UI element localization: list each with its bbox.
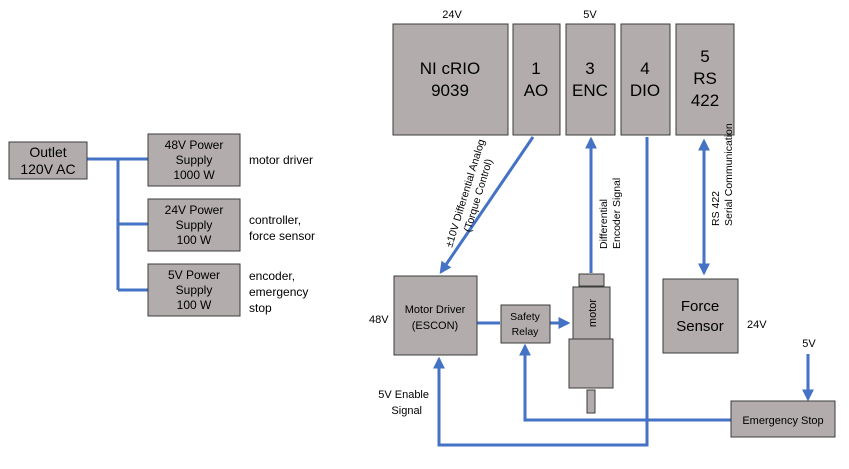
- safety-relay-line1: Safety: [510, 311, 541, 323]
- encoder-signal-label-1: Differential: [598, 199, 610, 249]
- motor-driver-model: (ESCON): [412, 320, 458, 332]
- ps24-title: 24V Power: [165, 203, 224, 217]
- crio-dio-module: 4 DIO: [620, 23, 671, 136]
- encoder-signal-label: Differential Encoder Signal: [598, 178, 623, 249]
- rs-slot: 5: [700, 47, 709, 66]
- power-supply-24v: 24V Power Supply 100 W: [147, 198, 241, 252]
- rs422-signal-label: RS 422 Serial Communication: [710, 123, 735, 226]
- gearbox: [568, 338, 614, 389]
- analog-signal-line: [439, 136, 535, 274]
- encoder-signal-label-2: Encoder Signal: [611, 178, 623, 249]
- signal-lines: [433, 136, 814, 447]
- shaft: [586, 389, 596, 414]
- enc-voltage: 5V: [583, 9, 597, 21]
- outlet-label: Outlet: [29, 144, 66, 160]
- crio-main-model: 9039: [431, 81, 469, 100]
- crio-voltage: 24V: [442, 9, 462, 21]
- ps5-supply: Supply: [176, 283, 213, 297]
- ao-label: AO: [524, 81, 549, 100]
- enable-signal-label-1: 5V Enable: [378, 389, 429, 401]
- motor-assembly: motor: [568, 273, 614, 414]
- dio-slot: 4: [640, 59, 649, 78]
- emergency-stop-label: Emergency Stop: [742, 415, 823, 427]
- motor-label: motor: [587, 299, 599, 327]
- rs-number: 422: [691, 91, 719, 110]
- power-supply-5v: 5V Power Supply 100 W: [147, 263, 241, 317]
- encoder-cap: [578, 273, 605, 287]
- ps48-note: motor driver: [249, 153, 313, 167]
- enc-slot: 3: [585, 59, 594, 78]
- crio-main-name: NI cRIO: [420, 59, 480, 78]
- force-sensor-voltage: 24V: [747, 319, 767, 331]
- motor-driver-box: Motor Driver (ESCON): [393, 275, 478, 356]
- ps48-rating: 1000 W: [173, 168, 215, 182]
- force-sensor-box: Force Sensor: [662, 278, 739, 354]
- enc-label: ENC: [572, 81, 608, 100]
- ps5-note-2: emergency: [249, 285, 308, 299]
- motor-driver-title: Motor Driver: [405, 304, 466, 316]
- ps5-title: 5V Power: [168, 268, 220, 282]
- ps5-rating: 100 W: [177, 298, 212, 312]
- rs422-label-2: Serial Communication: [723, 123, 735, 226]
- rs-label: RS: [693, 69, 717, 88]
- safety-relay-box: Safety Relay: [500, 304, 551, 344]
- estop-to-relay-line: [519, 343, 731, 422]
- crio-ao-module: 1 AO: [512, 23, 561, 136]
- rs422-label-1: RS 422: [710, 191, 722, 226]
- force-sensor-line1: Force: [681, 298, 719, 315]
- enable-signal-label-2: Signal: [391, 405, 422, 417]
- force-sensor-line2: Sensor: [676, 318, 724, 335]
- outlet-voltage: 120V AC: [20, 161, 75, 177]
- ps5-note-3: stop: [249, 301, 272, 315]
- dio-label: DIO: [630, 81, 660, 100]
- power-wiring: [87, 157, 148, 292]
- safety-relay-line2: Relay: [512, 326, 540, 338]
- emergency-stop-voltage: 5V: [802, 338, 816, 350]
- crio-rs422-module: 5 RS 422: [675, 23, 735, 136]
- ps48-supply: Supply: [176, 153, 213, 167]
- ps24-supply: Supply: [176, 218, 213, 232]
- ps48-title: 48V Power: [165, 138, 224, 152]
- power-supply-48v: 48V Power Supply 1000 W: [147, 133, 241, 187]
- ps5-note-1: encoder,: [249, 269, 295, 283]
- ps24-note-1: controller,: [249, 213, 301, 227]
- motor-driver-voltage: 48V: [369, 314, 389, 326]
- ps24-note-2: force sensor: [249, 229, 315, 243]
- crio-enc-module: 3 ENC: [565, 23, 616, 136]
- emergency-stop-box: Emergency Stop: [730, 400, 836, 438]
- outlet-box: Outlet 120V AC: [8, 141, 88, 180]
- ps24-rating: 100 W: [177, 233, 212, 247]
- crio-main-module: NI cRIO 9039: [392, 23, 509, 136]
- enable-signal-line: [433, 137, 649, 447]
- ao-slot: 1: [531, 59, 540, 78]
